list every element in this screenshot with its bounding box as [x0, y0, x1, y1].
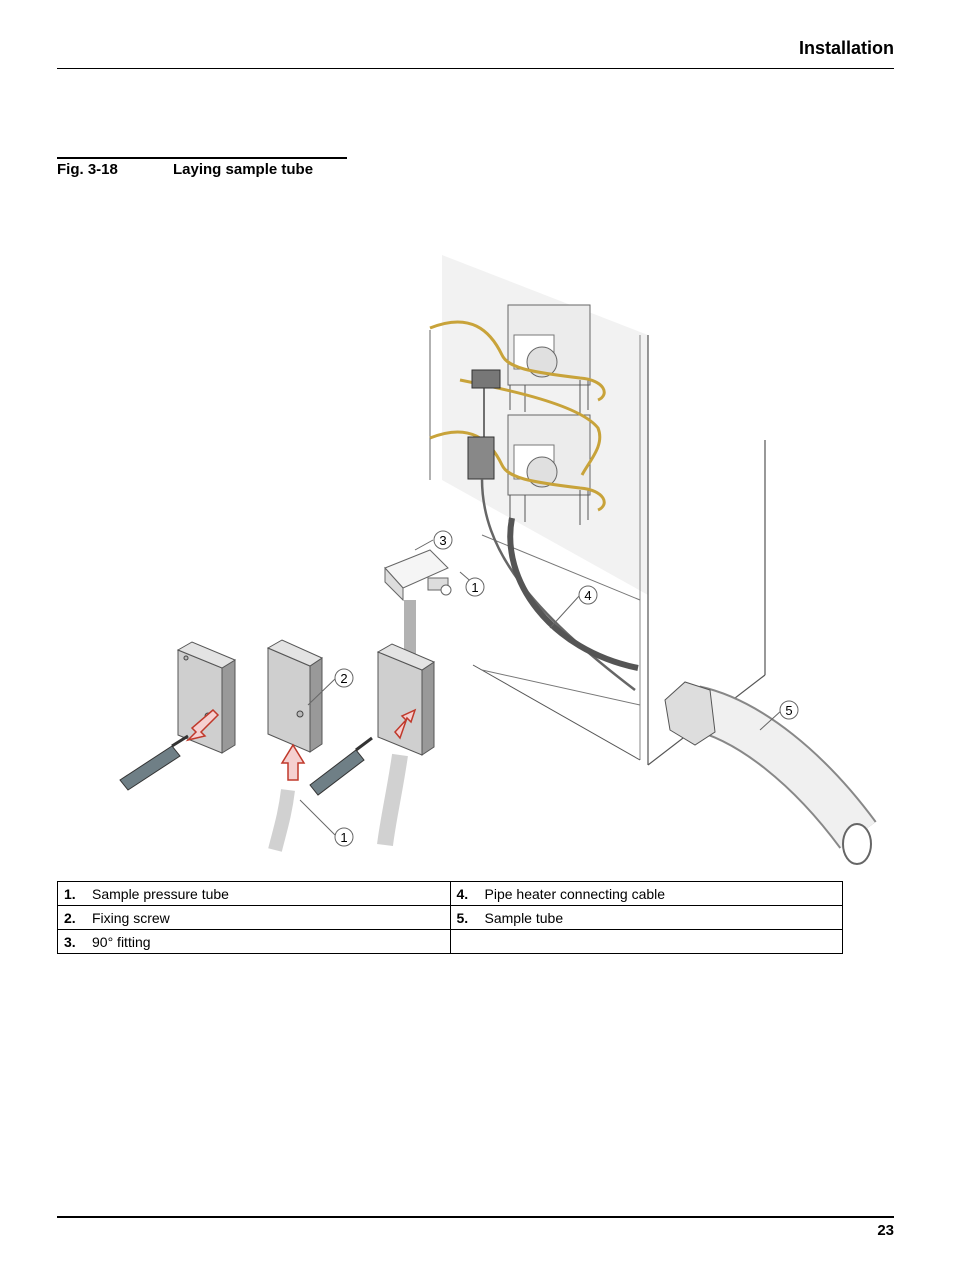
legend-table: 1. Sample pressure tube 4. Pipe heater con… — [57, 881, 843, 954]
ninety-degree-fitting — [384, 549, 452, 602]
callout-label: 4 — [584, 588, 591, 603]
arrow-icon — [185, 708, 220, 742]
table-row: 2. Fixing screw 5. Sample tube — [57, 905, 843, 930]
callout-2: 2 — [334, 668, 354, 688]
page-number: 23 — [877, 1222, 894, 1239]
heater-box — [467, 436, 495, 480]
figure-title: Laying sample tube — [173, 161, 314, 178]
legend-cell: 5. Sample tube — [449, 905, 843, 930]
legend-number: 3. — [64, 933, 76, 950]
callout-label: 2 — [340, 671, 347, 686]
legend-number: 2. — [64, 909, 76, 926]
sample-tube — [664, 681, 877, 865]
header-rule — [57, 68, 894, 69]
mounting-block-middle — [266, 639, 324, 753]
mounting-block-left — [176, 641, 237, 754]
legend-text: 90° fitting — [92, 933, 151, 950]
peristaltic-pump-upper — [507, 304, 591, 415]
legend-text: Sample tube — [484, 909, 564, 926]
legend-text: Sample pressure tube — [92, 885, 229, 902]
callout-label: 1 — [340, 830, 347, 845]
callout-1: 1 — [465, 577, 485, 597]
legend-cell: 1. Sample pressure tube — [57, 881, 451, 906]
mounting-block-right — [376, 643, 436, 756]
callout-4: 4 — [578, 585, 598, 605]
callout-3: 3 — [433, 530, 453, 550]
arrow-icon — [280, 743, 306, 781]
figure-number: Fig. 3-18 — [57, 161, 118, 178]
arrow-icon — [394, 708, 417, 740]
callout-5: 5 — [779, 700, 799, 720]
installation-illustration: 1 2 3 4 5 1 — [119, 255, 877, 865]
legend-text: Fixing screw — [92, 909, 170, 926]
legend-cell: 3. 90° fitting — [57, 929, 451, 954]
connector-plug — [471, 369, 501, 389]
callout-1-lower: 1 — [334, 827, 354, 847]
section-title: Installation — [798, 38, 894, 58]
callout-label: 1 — [471, 580, 478, 595]
legend-cell: 4. Pipe heater connecting cable — [449, 881, 843, 906]
screwdriver-icon — [309, 736, 373, 796]
legend-number: 1. — [64, 885, 76, 902]
callout-label: 5 — [785, 703, 792, 718]
callout-label: 3 — [439, 533, 446, 548]
footer-rule — [57, 1216, 894, 1218]
figure-caption-rule — [57, 157, 347, 159]
legend-cell — [449, 929, 843, 954]
legend-cell: 2. Fixing screw — [57, 905, 451, 930]
table-row: 3. 90° fitting — [57, 929, 843, 954]
table-row: 1. Sample pressure tube 4. Pipe heater con… — [57, 881, 843, 906]
peristaltic-pump-lower — [507, 414, 591, 525]
legend-number: 5. — [456, 909, 469, 926]
screwdriver-icon — [119, 734, 189, 791]
legend-text: Pipe heater connecting cable — [484, 885, 666, 902]
legend-number: 4. — [456, 885, 469, 902]
